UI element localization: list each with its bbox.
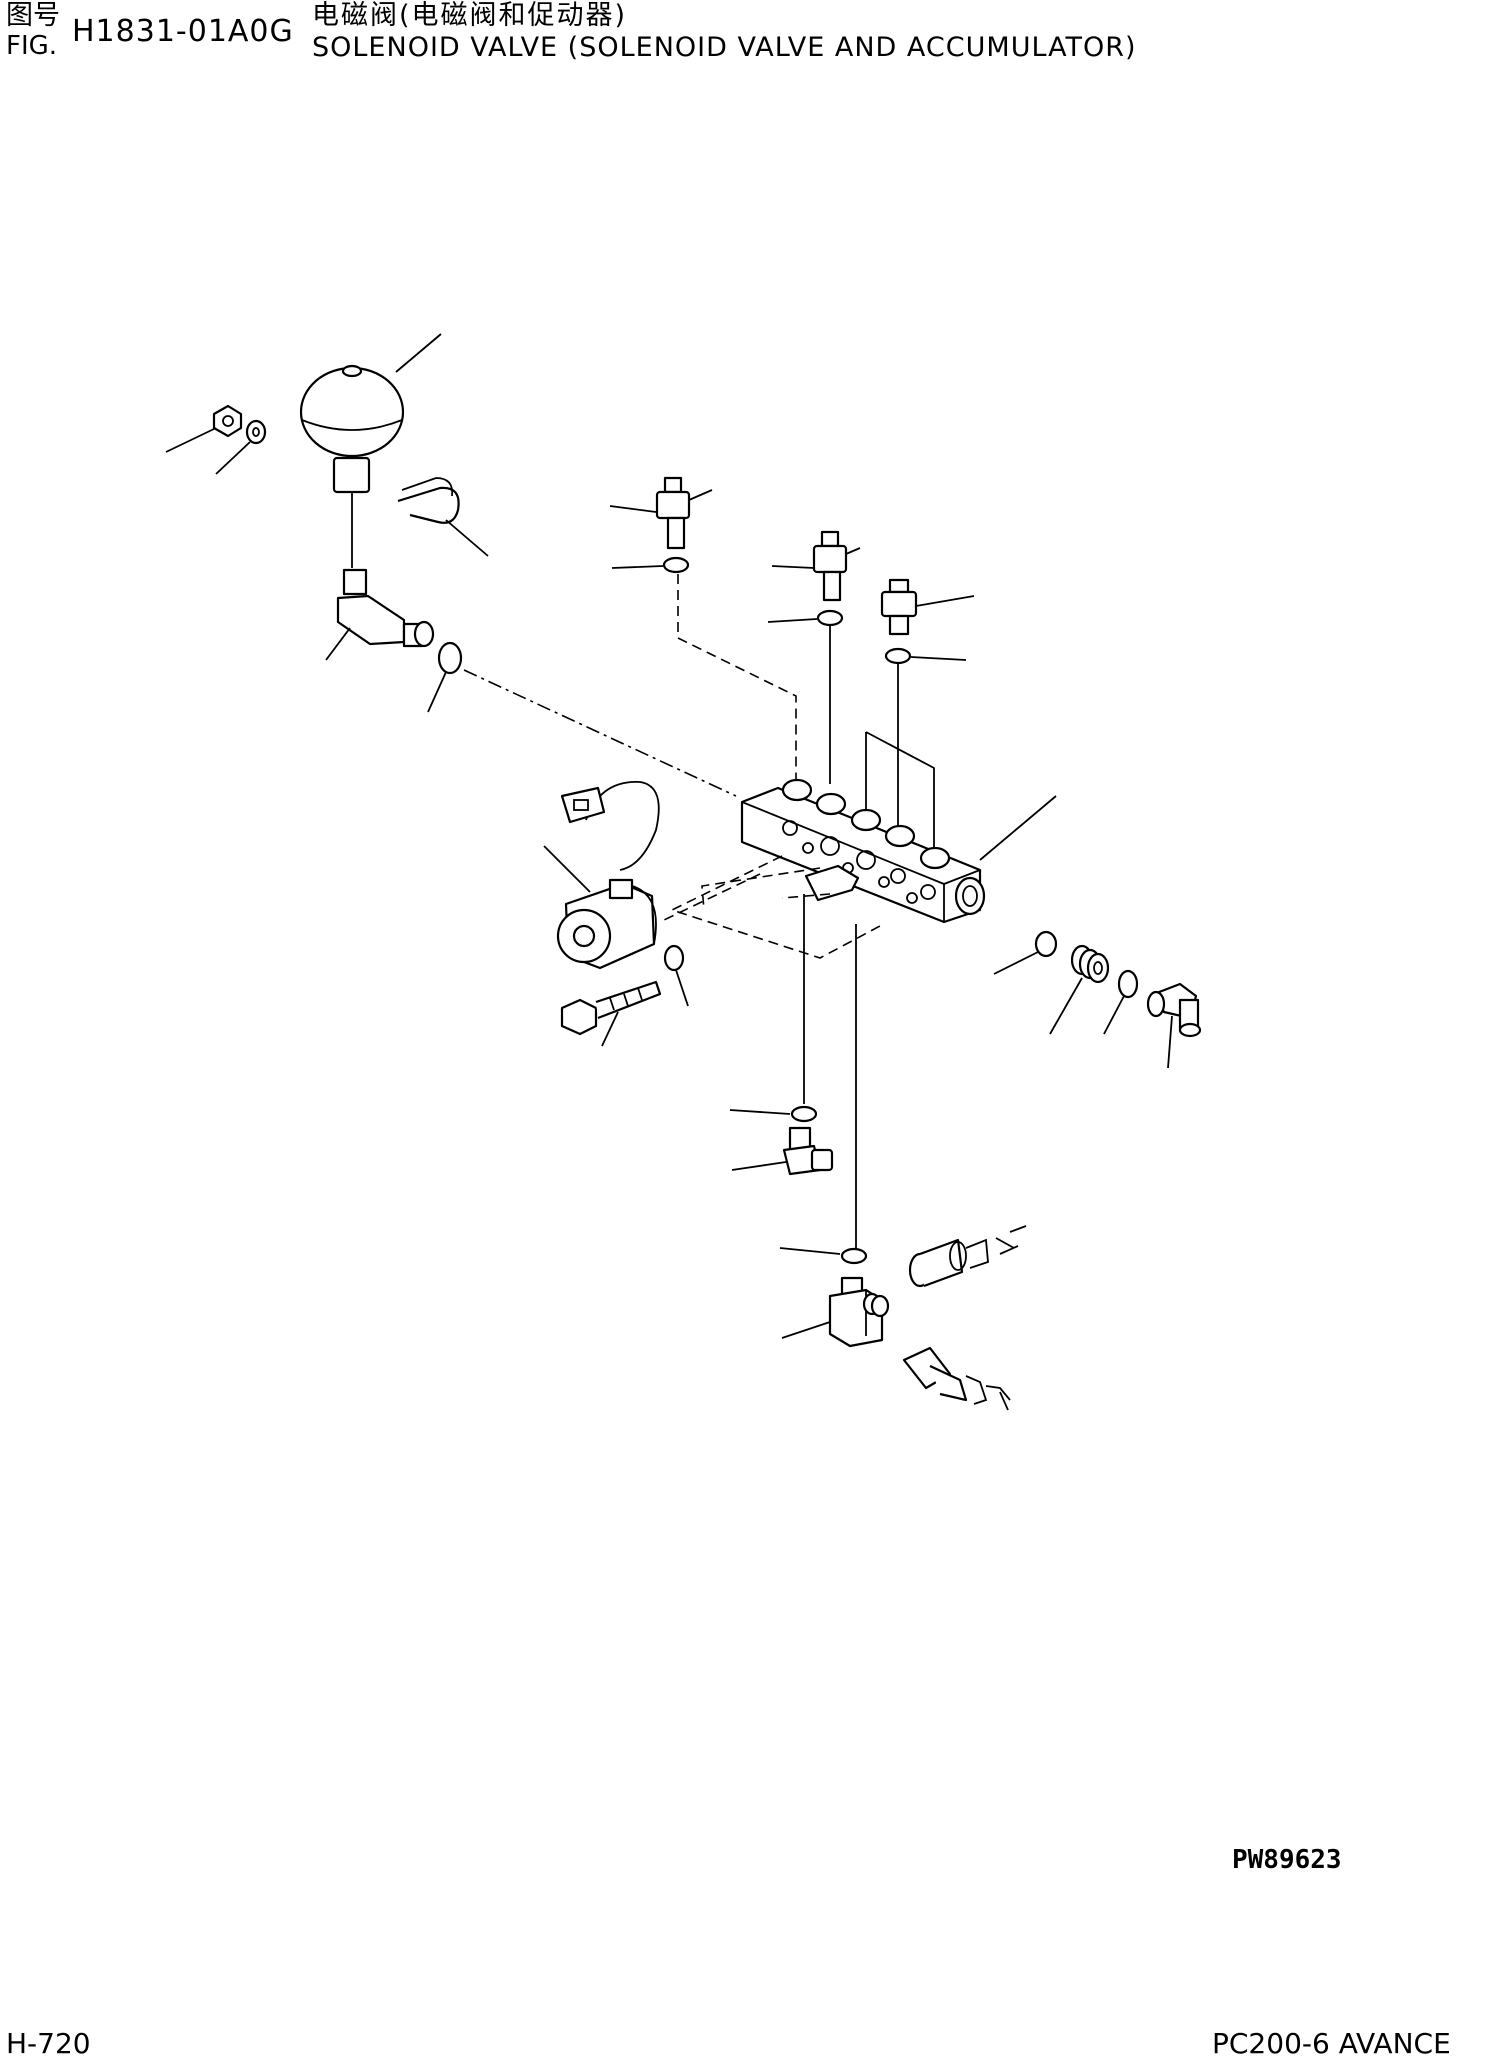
- u-bolt-icon[interactable]: [397, 477, 489, 557]
- solenoid-coil-icon[interactable]: [543, 781, 660, 970]
- bolt-icon[interactable]: [560, 980, 662, 1047]
- nipple-icon[interactable]: [880, 578, 975, 636]
- o-ring-icon[interactable]: [884, 647, 967, 665]
- elbow-connector-icon[interactable]: [781, 1276, 890, 1348]
- o-ring-icon[interactable]: [767, 609, 844, 627]
- nut-icon[interactable]: [165, 404, 243, 453]
- title-chinese: 电磁阀(电磁阀和促动器): [312, 0, 628, 31]
- elbow-fitting-icon[interactable]: [325, 568, 435, 661]
- title-english: SOLENOID VALVE (SOLENOID VALVE AND ACCUM…: [312, 32, 1137, 63]
- o-ring-icon[interactable]: [993, 930, 1058, 975]
- o-ring-icon[interactable]: [611, 556, 690, 574]
- washer-icon[interactable]: [663, 944, 689, 1007]
- o-ring-icon[interactable]: [779, 1247, 868, 1265]
- page-number: H-720: [6, 2027, 91, 2060]
- plug-icon[interactable]: [1049, 944, 1110, 1035]
- o-ring-icon[interactable]: [729, 1105, 818, 1123]
- valve-block-icon[interactable]: [740, 778, 1057, 924]
- figure-label: FIG.: [6, 31, 58, 61]
- hose-icon[interactable]: [908, 1225, 1027, 1288]
- o-ring-icon[interactable]: [427, 641, 463, 713]
- nipple-icon[interactable]: [771, 530, 861, 602]
- hose-icon[interactable]: [902, 1346, 1011, 1411]
- accumulator-icon[interactable]: [299, 333, 442, 568]
- elbow-connector-icon[interactable]: [1146, 982, 1202, 1069]
- connector-icon[interactable]: [560, 786, 606, 824]
- washer-icon[interactable]: [215, 419, 267, 475]
- figure-label-cn: 图号: [6, 0, 60, 31]
- figure-number: H1831-01A0G: [72, 14, 294, 49]
- elbow-connector-icon[interactable]: [731, 1126, 834, 1176]
- nipple-icon[interactable]: [609, 476, 713, 550]
- drawing-code: PW89623: [1232, 1845, 1342, 1875]
- o-ring-icon[interactable]: [1103, 969, 1139, 1035]
- model-name: PC200-6 AVANCE: [1212, 2027, 1451, 2060]
